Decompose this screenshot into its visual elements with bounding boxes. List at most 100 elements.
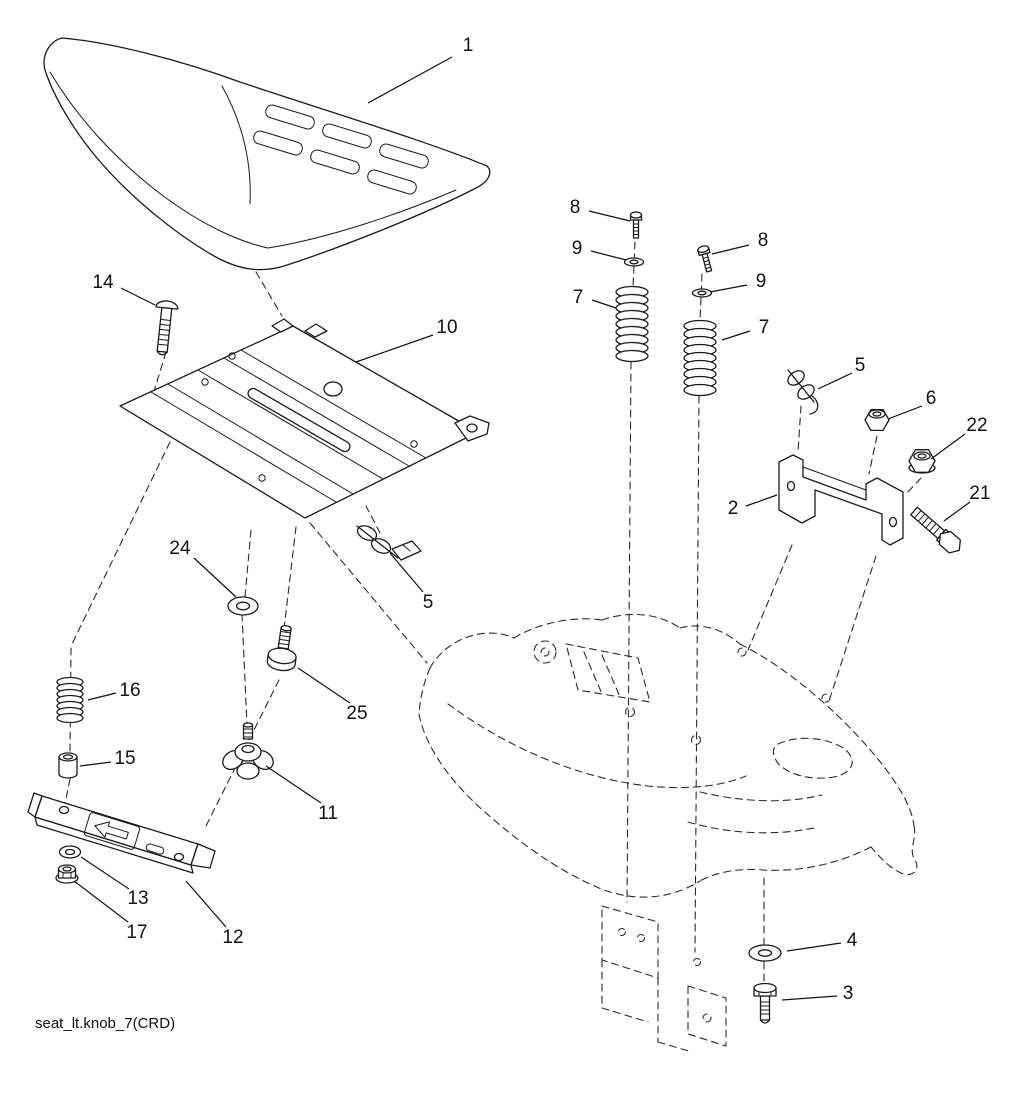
callout-10: 10 xyxy=(355,317,458,363)
callout-7-right: 7 xyxy=(721,317,770,341)
callout-9-right-label: 9 xyxy=(756,271,767,292)
part-8-screw-left xyxy=(629,211,643,239)
callout-24-label: 24 xyxy=(169,538,191,559)
callout-16-label: 16 xyxy=(119,680,140,701)
callout-17-label: 17 xyxy=(126,922,147,943)
callout-11-leader xyxy=(265,765,322,804)
callout-9-left: 9 xyxy=(572,238,627,261)
callout-12-leader xyxy=(185,880,227,928)
callout-4-label: 4 xyxy=(847,930,858,951)
callout-9-right: 9 xyxy=(709,271,767,293)
callout-25-label: 25 xyxy=(346,703,367,724)
callout-11-label: 11 xyxy=(318,803,338,824)
callout-24: 24 xyxy=(169,538,237,598)
callout-7-left-leader xyxy=(591,299,617,309)
callout-7-left-label: 7 xyxy=(573,287,584,308)
callout-17-leader xyxy=(73,880,129,923)
part-7-spring-left xyxy=(615,285,649,363)
part-21-bolt xyxy=(910,506,961,554)
part-4-washer xyxy=(748,944,782,962)
part-16-spring xyxy=(56,676,84,724)
callout-3-label: 3 xyxy=(843,983,854,1004)
part-8-screw-right xyxy=(697,245,713,273)
callout-25: 25 xyxy=(297,667,368,724)
callout-7-right-label: 7 xyxy=(759,317,770,338)
callout-22-leader xyxy=(930,433,966,460)
callout-8-right-leader xyxy=(711,244,750,255)
callout-1-leader xyxy=(367,56,453,104)
callout-9-left-label: 9 xyxy=(572,238,583,259)
callout-22-label: 22 xyxy=(966,415,987,436)
callout-21-label: 21 xyxy=(969,483,990,504)
part-22-nut xyxy=(908,449,936,474)
part-9-washer-right xyxy=(691,288,713,298)
part-10-seat-pan xyxy=(119,318,490,519)
callout-16: 16 xyxy=(87,680,141,701)
callout-1: 1 xyxy=(367,35,474,104)
callout-10-leader xyxy=(355,334,434,363)
callout-14-label: 14 xyxy=(92,272,114,293)
part-11-knob xyxy=(222,722,274,780)
callout-17: 17 xyxy=(73,880,148,943)
callout-4: 4 xyxy=(786,930,858,952)
callout-9-left-leader xyxy=(590,250,627,261)
callout-8-left-label: 8 xyxy=(570,197,581,218)
callout-10-label: 10 xyxy=(436,317,457,338)
callout-24-leader xyxy=(193,557,237,598)
part-6-nut xyxy=(864,408,890,432)
fender-phantom-outline xyxy=(418,613,918,898)
callout-15-leader xyxy=(79,761,112,767)
callout-12: 12 xyxy=(185,880,244,948)
diagram-caption: seat_lt.knob_7(CRD) xyxy=(35,1015,175,1032)
callout-5-right-label: 5 xyxy=(855,355,866,376)
callout-1-label: 1 xyxy=(463,35,474,56)
callout-7-right-leader xyxy=(721,330,751,341)
callout-5-right: 5 xyxy=(817,355,866,390)
callout-2-leader xyxy=(745,494,778,507)
part-14-bolt xyxy=(155,300,179,356)
callouts: 1 8 9 7 8 9 7 14 xyxy=(73,35,991,1004)
lower-bracket-phantom xyxy=(601,905,727,1053)
callout-7-left: 7 xyxy=(573,287,617,309)
part-3-bolt xyxy=(753,982,777,1024)
part-5-clip-left xyxy=(356,525,422,561)
callout-21-leader xyxy=(943,501,971,522)
part-15-bushing xyxy=(58,752,78,779)
callout-25-leader xyxy=(297,667,351,704)
callout-2: 2 xyxy=(728,494,778,519)
callout-5-left-leader xyxy=(389,552,424,593)
callout-15-label: 15 xyxy=(114,748,135,769)
part-7-spring-right xyxy=(683,319,717,397)
seat-vent-slots xyxy=(253,104,429,195)
part-9-washer-left xyxy=(623,257,645,267)
callout-2-label: 2 xyxy=(728,498,739,519)
callout-5-right-leader xyxy=(817,372,853,390)
callout-12-label: 12 xyxy=(222,927,243,948)
callout-6-leader xyxy=(887,405,923,420)
callout-5-left: 5 xyxy=(389,552,433,613)
part-13-washer xyxy=(58,845,82,859)
callout-8-left-leader xyxy=(588,210,631,222)
callout-13-label: 13 xyxy=(127,888,148,909)
callout-8-right-label: 8 xyxy=(758,230,769,251)
callout-6-label: 6 xyxy=(926,388,937,409)
callout-16-leader xyxy=(87,692,117,701)
callout-11: 11 xyxy=(265,765,338,824)
part-12-adjuster-plate xyxy=(27,792,216,874)
callout-13: 13 xyxy=(80,856,149,909)
assembly-dashed-lines xyxy=(64,241,922,985)
callout-3: 3 xyxy=(781,983,854,1004)
callout-3-leader xyxy=(781,995,838,1001)
part-2-bracket xyxy=(778,454,904,546)
part-17-nut xyxy=(55,864,79,884)
part-25-shoulder-bolt xyxy=(266,624,297,672)
callout-22: 22 xyxy=(930,415,988,460)
callout-8-right: 8 xyxy=(711,230,769,255)
callout-6: 6 xyxy=(887,388,937,420)
callout-8-left: 8 xyxy=(570,197,631,222)
callout-13-leader xyxy=(80,856,130,890)
part-5-clip-right xyxy=(787,369,819,415)
callout-14-leader xyxy=(120,287,156,306)
